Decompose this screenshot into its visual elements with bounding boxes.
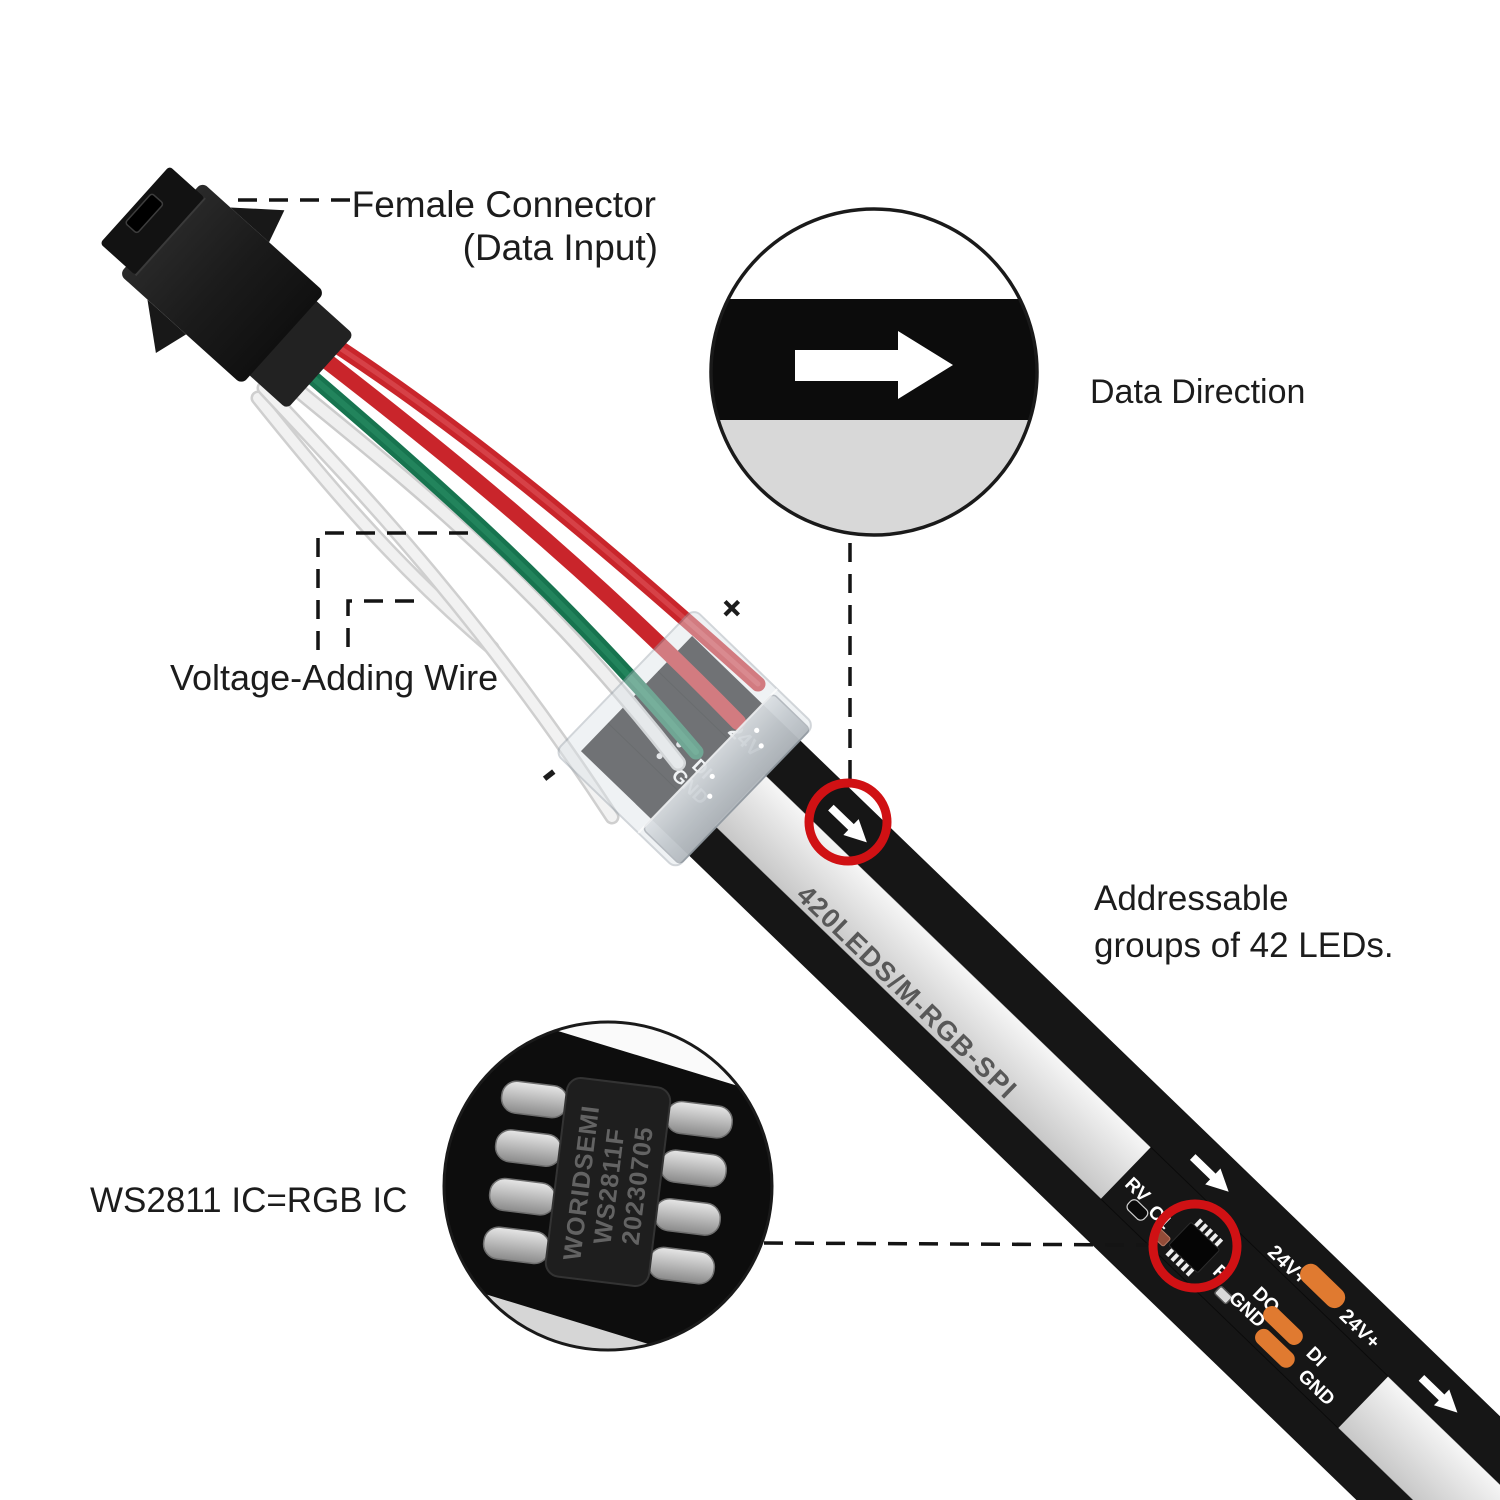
strip-arrow-icon	[828, 804, 867, 843]
component-rv	[1126, 1199, 1149, 1221]
strip-cut-section: RV C1 R 24V+	[1120, 1174, 1384, 1411]
clamp-dot	[758, 743, 764, 749]
cut-pad-do	[1263, 1306, 1303, 1345]
voltage-wire-white-short-core	[253, 393, 497, 653]
strip-arrow-icon	[1418, 1375, 1458, 1413]
cut-pad-24v	[1300, 1263, 1346, 1309]
connector-latch	[230, 207, 285, 243]
female-connector-label-line1: Female Connector	[352, 184, 656, 225]
voltage-wire-white-long-core	[259, 383, 617, 822]
strip-arrow-icon	[1189, 1154, 1229, 1192]
connector-boot	[244, 297, 352, 407]
wire-white-gnd-core	[270, 366, 684, 769]
leader-voltage-wire-1	[316, 531, 468, 650]
connector-edge	[134, 197, 206, 277]
wire-red	[294, 334, 746, 730]
strip-diffuser-2	[1338, 1376, 1500, 1500]
strip-ic	[1165, 1218, 1224, 1277]
wire-green-highlight	[287, 355, 699, 755]
clamp-body	[557, 611, 812, 867]
strip-diffuser-1	[714, 774, 1151, 1199]
data-direction-inset	[709, 207, 1039, 537]
wires	[250, 322, 766, 825]
voltage-adding-wire-label: Voltage-Adding Wire	[170, 657, 498, 698]
ic-chip: WORIDSEMI WS2811F 20230705	[482, 1077, 734, 1287]
inset-ring	[709, 207, 1039, 537]
leader-lines	[238, 198, 1149, 1247]
data-direction-arrow-icon	[795, 331, 953, 399]
addressable-label-line1: Addressable	[1094, 879, 1289, 918]
female-connector	[101, 167, 352, 407]
ic-chip-body	[544, 1077, 672, 1287]
clamp-dot	[754, 727, 760, 733]
highlight-ring-ic	[1148, 1199, 1242, 1293]
annotation-labels: Female Connector (Data Input) Voltage-Ad…	[90, 184, 1394, 1220]
voltage-wire-red-highlight	[309, 327, 761, 687]
strip-clamp-connector	[557, 611, 812, 867]
strip-edge-line	[607, 722, 1500, 1500]
clamp-dot	[707, 793, 713, 799]
solder-dot	[656, 753, 663, 760]
leader-ic	[763, 1241, 1149, 1247]
connector-slot	[125, 193, 164, 234]
addressable-label-line2: groups of 42 LEDs.	[1094, 926, 1394, 965]
clamp-dot	[709, 773, 715, 780]
ic-chip-pins	[482, 1080, 734, 1285]
connector-latch	[147, 299, 187, 353]
cut-pad-gnd	[1255, 1328, 1295, 1368]
female-connector-label-line2: (Data Input)	[463, 227, 658, 268]
leader-voltage-wire-2	[346, 599, 414, 650]
inset-ring	[442, 1020, 774, 1352]
component-r	[1214, 1286, 1233, 1305]
highlight-ring-arrow	[804, 778, 892, 866]
ws2811-label: WS2811 IC=RGB IC	[90, 1181, 407, 1220]
clamp-seam	[637, 688, 778, 834]
connector-front	[101, 167, 204, 274]
data-direction-label: Data Direction	[1090, 373, 1305, 411]
